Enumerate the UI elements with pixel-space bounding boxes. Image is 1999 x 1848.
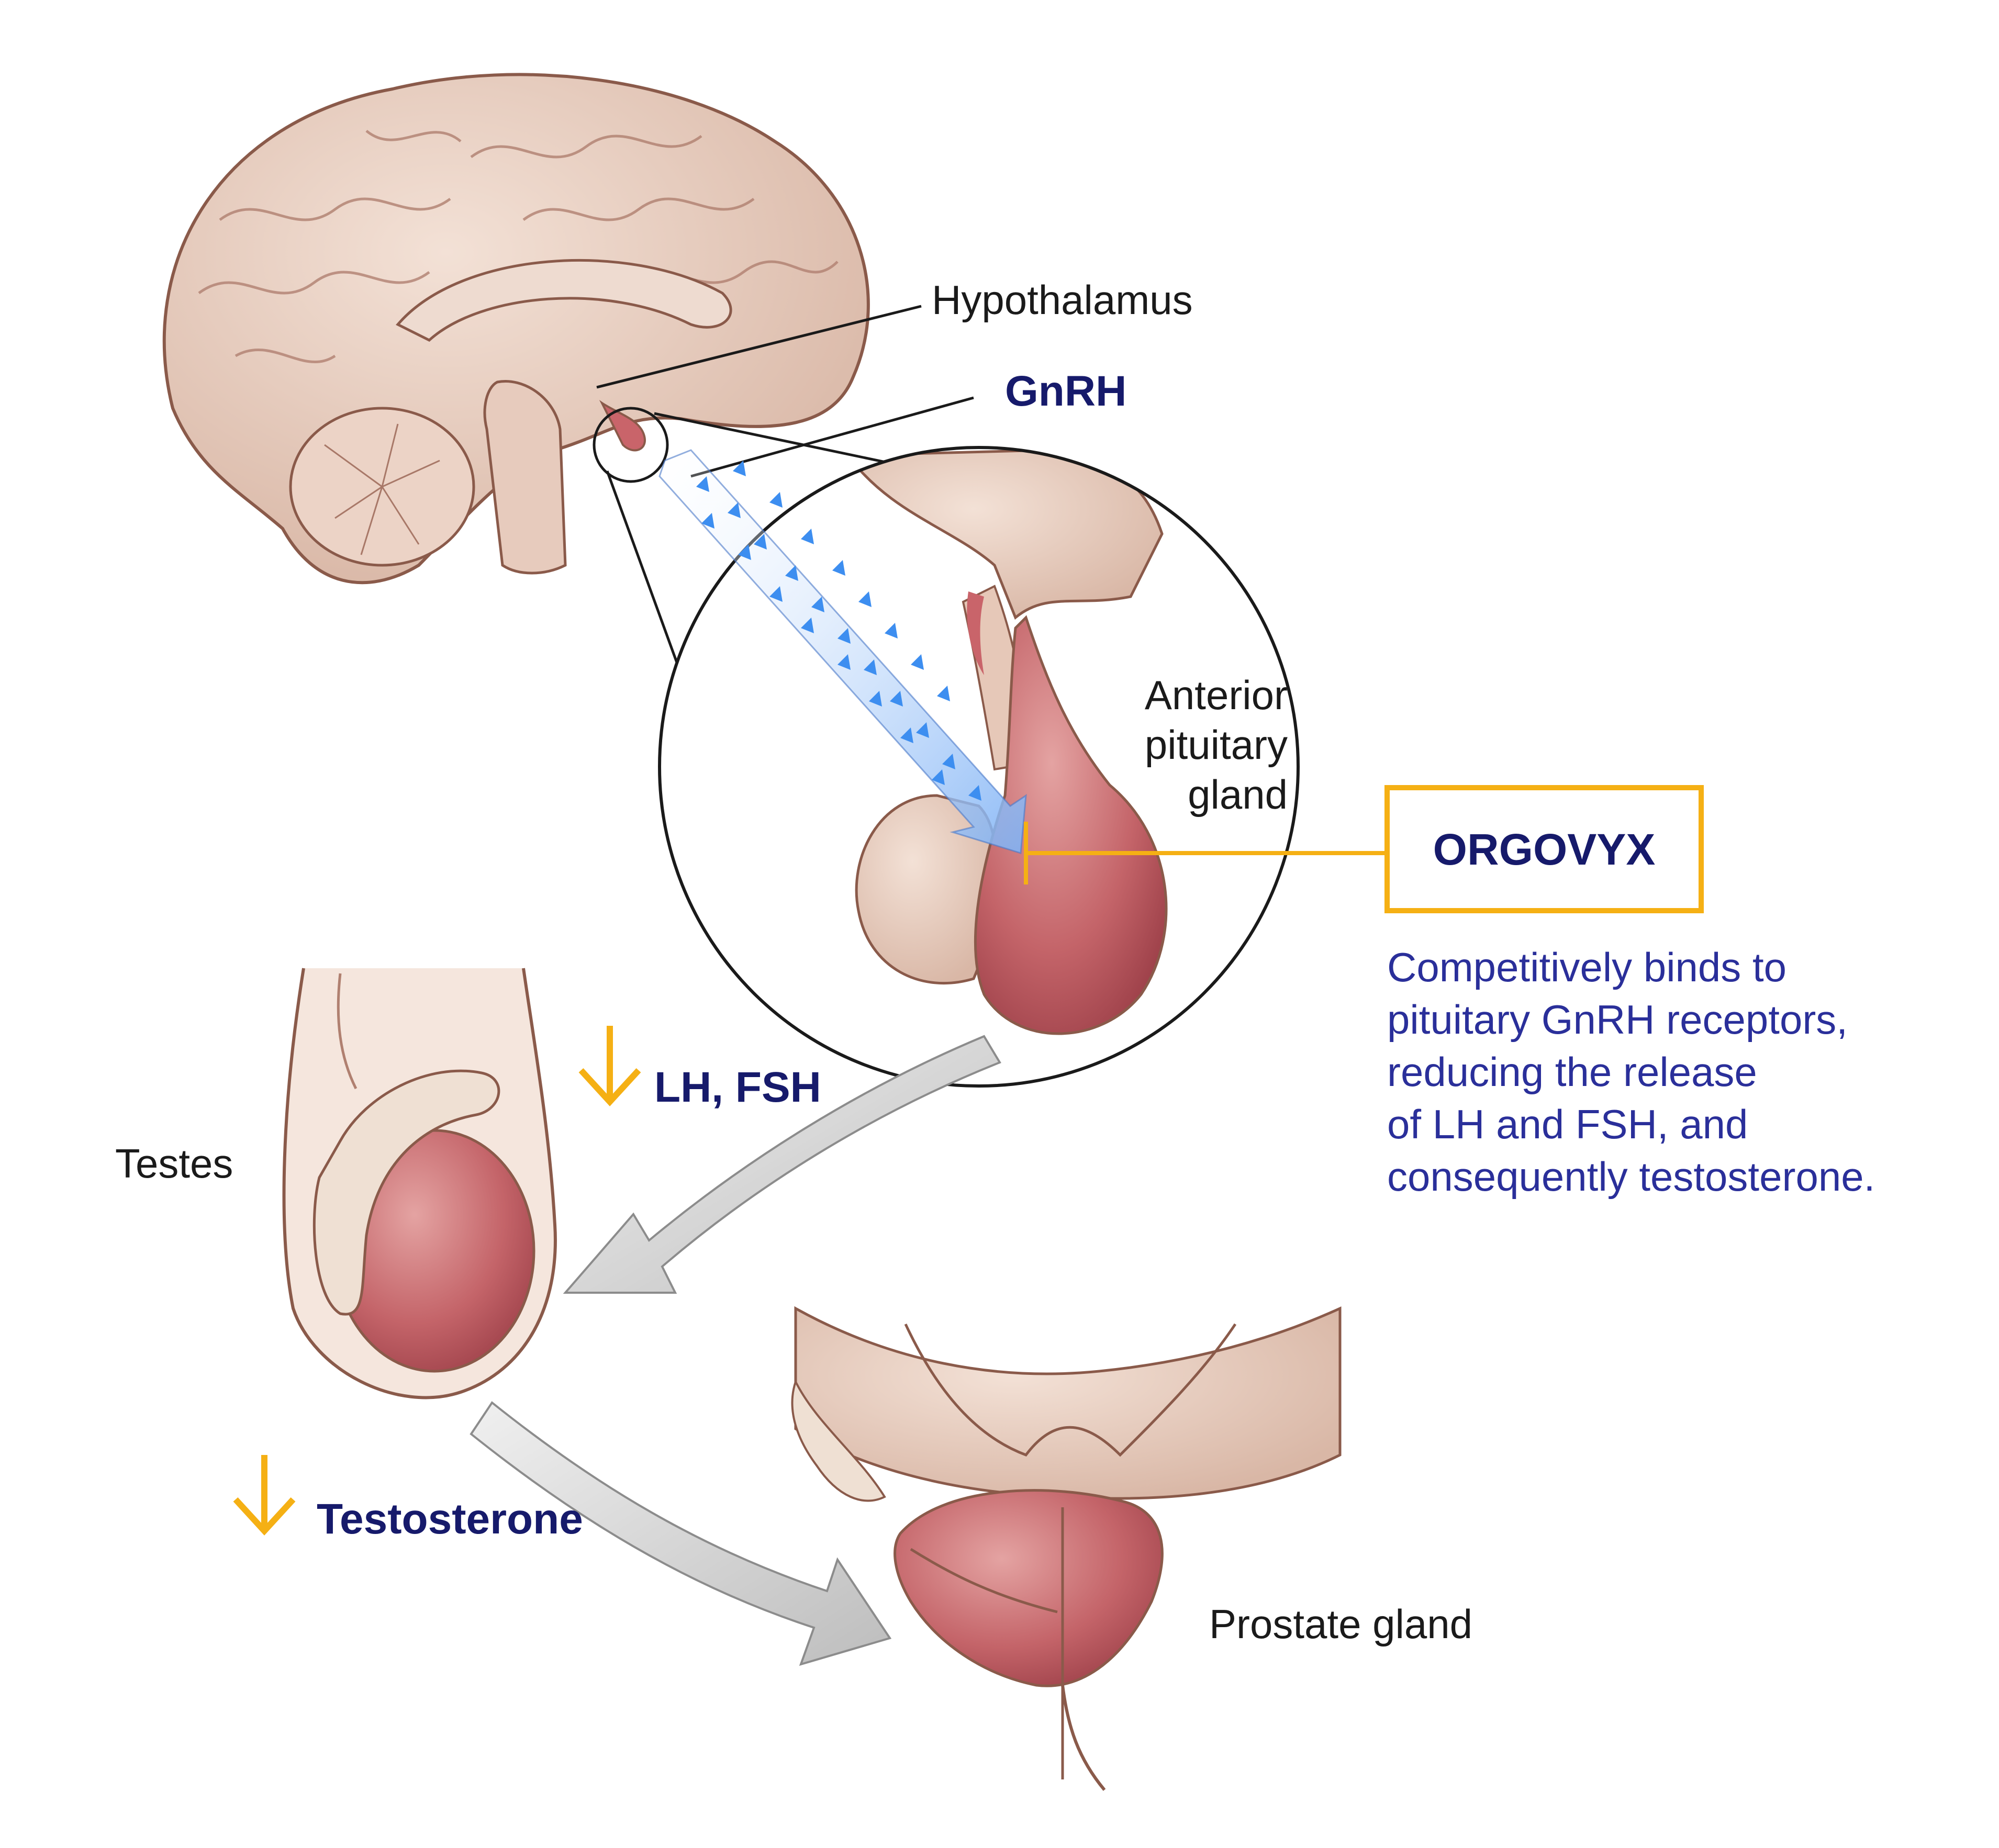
zoom-source-circle xyxy=(593,407,669,483)
testes-illustration xyxy=(282,968,557,1399)
gnrh-flow-arrow xyxy=(658,449,1027,854)
arrow-down-icon xyxy=(578,1026,641,1106)
description-line-5: consequently testosterone. xyxy=(1387,1153,1875,1200)
mechanism-description: Competitively binds to pituitary GnRH re… xyxy=(1387,944,1875,1200)
hypothalamus-leader xyxy=(596,305,922,389)
anterior-pituitary-label-line1: Anterior xyxy=(1145,672,1288,718)
anterior-pituitary-label-line3: gland xyxy=(1188,771,1288,817)
inhibition-bar-icon xyxy=(1024,822,1387,884)
arrow-down-icon-testosterone xyxy=(233,1455,296,1536)
prostate-illustration xyxy=(791,1306,1342,1791)
testes-label: Testes xyxy=(115,1140,233,1186)
hypothalamus-label: Hypothalamus xyxy=(932,277,1193,323)
gnrh-label: GnRH xyxy=(1005,367,1126,415)
orgovyx-label: ORGOVYX xyxy=(1433,825,1656,874)
brain-illustration xyxy=(162,73,870,585)
prostate-label: Prostate gland xyxy=(1209,1601,1472,1647)
orgovyx-box xyxy=(1384,785,1704,913)
lh-fsh-flow-arrow xyxy=(563,1035,1001,1294)
description-line-1: Competitively binds to xyxy=(1387,944,1786,990)
anterior-pituitary-lobe xyxy=(974,615,1168,1035)
gnrh-leader xyxy=(690,396,974,478)
description-line-3: reducing the release xyxy=(1387,1049,1757,1095)
description-line-2: pituitary GnRH receptors, xyxy=(1387,996,1848,1043)
cerebellum xyxy=(289,407,475,567)
testosterone-flow-arrow xyxy=(470,1401,892,1666)
anterior-pituitary-label-line2: pituitary xyxy=(1145,722,1288,768)
testosterone-label: Testosterone xyxy=(317,1495,583,1543)
lh-fsh-label: LH, FSH xyxy=(654,1063,821,1111)
description-line-4: of LH and FSH, and xyxy=(1387,1101,1748,1147)
